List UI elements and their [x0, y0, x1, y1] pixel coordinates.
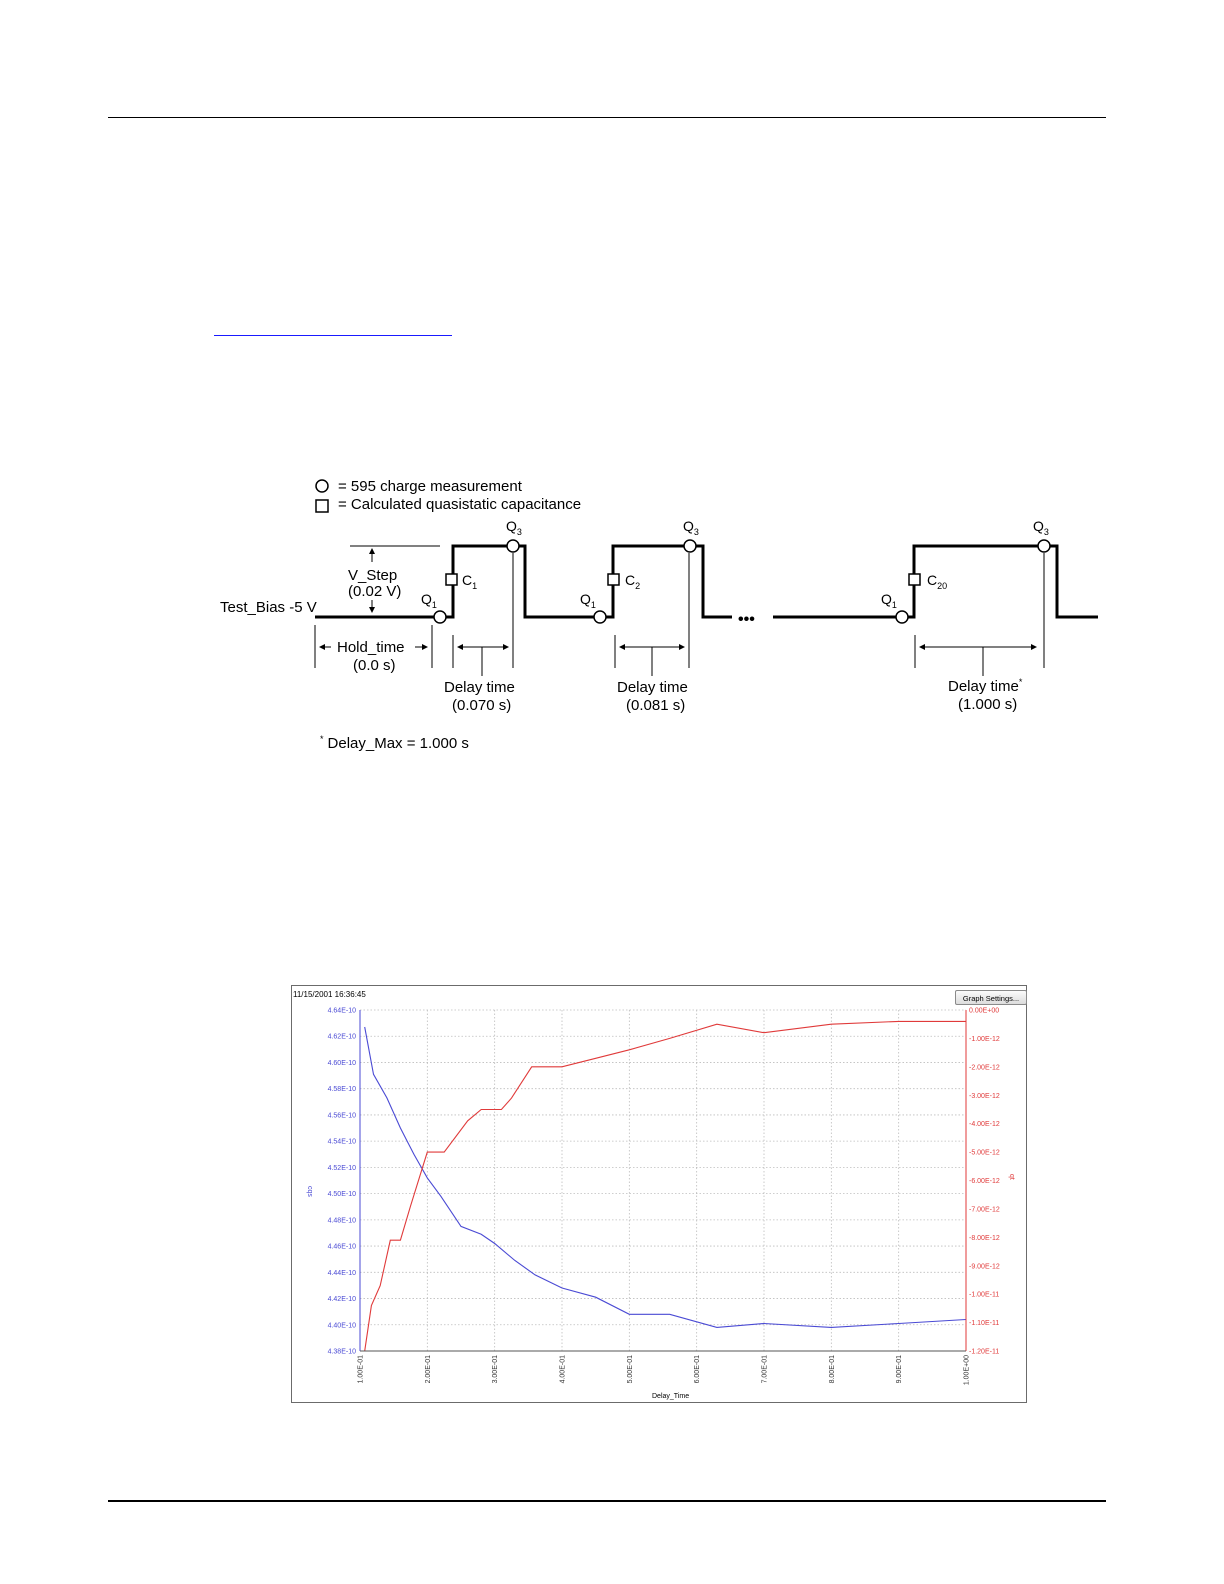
- y-right-tick-label: 0.00E+00: [969, 1008, 999, 1015]
- legend-square-icon: [315, 499, 329, 513]
- header-rule: [108, 117, 1106, 118]
- y-left-tick-label: 4.48E-10: [328, 1217, 357, 1224]
- y-right-tick-label: -1.00E-12: [969, 1036, 1000, 1043]
- ellipsis: •••: [738, 611, 755, 628]
- y-left-tick-label: 4.40E-10: [328, 1322, 357, 1329]
- hold-time-label: Hold_time: [337, 639, 405, 656]
- svg-text:Delay time*: Delay time*: [948, 677, 1023, 695]
- c1-marker: [445, 573, 458, 586]
- delay3-value: (1.000 s): [958, 696, 1017, 713]
- svg-text:C20: C20: [927, 572, 947, 591]
- chart: 4.64E-10 4.62E-10 4.60E-10 4.58E-10 4.56E-10…: [306, 1008, 1015, 1401]
- legend-circle-icon: [315, 479, 329, 493]
- delay1-value: (0.070 s): [452, 697, 511, 714]
- y-right-tick-label: -1.20E-11: [969, 1349, 999, 1356]
- v-step-label: V_Step: [348, 567, 397, 584]
- x-tick-label: 1.00E+00: [964, 1355, 971, 1385]
- x-tick-label: 8.00E-01: [829, 1355, 836, 1384]
- x-tick-label: 1.00E-01: [358, 1355, 365, 1384]
- y-right-tick-label: -4.00E-12: [969, 1121, 1000, 1128]
- test-bias-label: Test_Bias -5 V: [220, 599, 317, 616]
- q3-marker: [506, 539, 520, 553]
- y-right-tick-label: -7.00E-12: [969, 1206, 1000, 1213]
- y-left-tick-label: 4.62E-10: [328, 1034, 357, 1041]
- q1-marker: [593, 610, 607, 624]
- hyperlink-underline[interactable]: [214, 335, 452, 336]
- graph-settings-button[interactable]: Graph Settings...: [955, 990, 1027, 1005]
- svg-text:Q3: Q3: [506, 518, 522, 537]
- svg-text:Q3: Q3: [683, 518, 699, 537]
- x-tick-label: 3.00E-01: [492, 1355, 499, 1384]
- y-left-tick-label: 4.50E-10: [328, 1191, 357, 1198]
- y-left-tick-label: 4.60E-10: [328, 1060, 357, 1067]
- q3-marker: [683, 539, 697, 553]
- svg-text:Q1: Q1: [881, 591, 897, 610]
- q1-marker: [433, 610, 447, 624]
- legend-circle-label: = 595 charge measurement: [338, 478, 523, 495]
- x-tick-label: 4.00E-01: [560, 1355, 567, 1384]
- x-tick-label: 2.00E-01: [425, 1355, 432, 1384]
- legend-square-label: = Calculated quasistatic capacitance: [338, 496, 581, 513]
- y-left-axis-label: cqs: [306, 1186, 313, 1197]
- svg-text:C2: C2: [625, 572, 640, 591]
- waveform-segment-2: [773, 544, 1098, 619]
- x-axis-label: Delay_Time: [652, 1393, 689, 1400]
- svg-text:Q1: Q1: [580, 591, 596, 610]
- delay3-label: Delay time: [948, 678, 1019, 695]
- y-right-tick-label: -1.10E-11: [969, 1320, 999, 1327]
- y-left-tick-label: 4.58E-10: [328, 1086, 357, 1093]
- c2-marker: [607, 573, 620, 586]
- y-right-axis-label: qt: [1008, 1174, 1015, 1180]
- series-line-cqs: [364, 1026, 967, 1328]
- hold-time-value: (0.0 s): [353, 657, 396, 674]
- delay1-label: Delay time: [444, 679, 515, 696]
- series-line-qt: [364, 1020, 966, 1352]
- x-tick-label: 6.00E-01: [694, 1355, 701, 1384]
- footnote: Delay_Max = 1.000 s: [328, 735, 469, 752]
- delay2-value: (0.081 s): [626, 697, 685, 714]
- y-left-tick-label: 4.56E-10: [328, 1112, 357, 1119]
- y-left-tick-label: 4.54E-10: [328, 1139, 357, 1146]
- q3-marker: [1037, 539, 1051, 553]
- y-right-tick-label: -9.00E-12: [969, 1263, 1000, 1270]
- y-left-tick-label: 4.42E-10: [328, 1296, 357, 1303]
- svg-text:C1: C1: [462, 572, 477, 591]
- y-left-tick-label: 4.38E-10: [328, 1349, 357, 1356]
- y-left-tick-label: 4.64E-10: [328, 1008, 357, 1015]
- svg-text:*Delay_Max = 1.000 s: *Delay_Max = 1.000 s: [320, 734, 469, 752]
- y-right-tick-label: -8.00E-12: [969, 1235, 1000, 1242]
- graph-window: 11/15/2001 16:36:45 Graph Settings... 4.…: [291, 985, 1027, 1403]
- y-right-tick-label: -2.00E-12: [969, 1064, 1000, 1071]
- timing-diagram: = 595 charge measurement = Calculated qu…: [220, 478, 1098, 752]
- footer-rule: [108, 1500, 1106, 1502]
- y-left-tick-label: 4.44E-10: [328, 1270, 357, 1277]
- y-right-tick-label: -6.00E-12: [969, 1178, 1000, 1185]
- svg-text:Q1: Q1: [421, 591, 437, 610]
- c20-marker: [908, 573, 921, 586]
- svg-text:Q3: Q3: [1033, 518, 1049, 537]
- delay2-label: Delay time: [617, 679, 688, 696]
- x-tick-label: 5.00E-01: [627, 1355, 634, 1384]
- q1-marker: [895, 610, 909, 624]
- x-tick-label: 9.00E-01: [896, 1355, 903, 1384]
- y-right-tick-label: -3.00E-12: [969, 1093, 1000, 1100]
- timestamp: 11/15/2001 16:36:45: [293, 990, 366, 999]
- y-right-tick-label: -1.00E-11: [969, 1292, 999, 1299]
- x-tick-label: 7.00E-01: [762, 1355, 769, 1384]
- y-right-tick-label: -5.00E-12: [969, 1150, 1000, 1157]
- v-step-value: (0.02 V): [348, 583, 401, 600]
- y-left-tick-label: 4.52E-10: [328, 1165, 357, 1172]
- y-left-tick-label: 4.46E-10: [328, 1244, 357, 1251]
